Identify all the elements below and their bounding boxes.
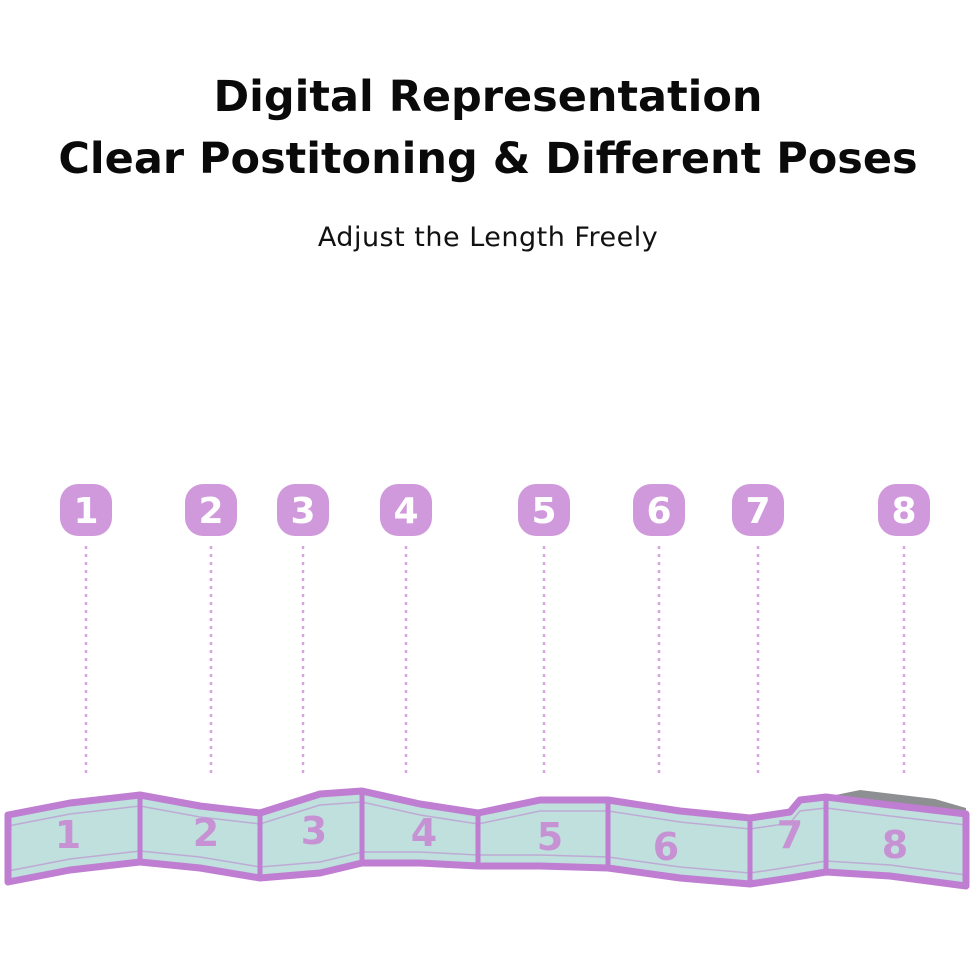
subtitle: Adjust the Length Freely [317,222,659,253]
headline-line-2: Clear Postitoning & Different Poses [58,134,918,184]
band-body [4,787,970,890]
marker-badge [518,484,570,536]
marker-badge [878,484,930,536]
marker-7: 7 [732,484,784,778]
band-number-2: 2 [193,811,219,855]
marker-label: 4 [393,491,418,532]
marker-6: 6 [633,484,685,778]
marker-badge [185,484,237,536]
band-number-7: 7 [777,813,803,857]
band-number-4: 4 [411,811,437,855]
band-top-stitch [7,801,967,830]
marker-label: 1 [73,491,98,532]
stretch-band-illustration: 1 2 3 4 5 6 7 8 [4,787,970,890]
marker-badge [277,484,329,536]
marker-badge [60,484,112,536]
marker-5: 5 [518,484,570,778]
band-number-8: 8 [882,823,908,867]
band-number-5: 5 [537,815,563,859]
marker-label: 5 [531,491,556,532]
marker-badge [633,484,685,536]
marker-badge [732,484,784,536]
marker-3: 3 [277,484,329,778]
marker-label: 3 [290,491,315,532]
marker-label: 8 [891,491,916,532]
band-number-6: 6 [653,825,679,869]
band-number-3: 3 [301,809,327,853]
marker-1: 1 [60,484,112,778]
marker-badge [380,484,432,536]
headline-line-1: Digital Representation [213,72,763,122]
band-number-1: 1 [55,813,81,857]
marker-label: 6 [646,491,671,532]
marker-2: 2 [185,484,237,778]
marker-8: 8 [878,484,930,778]
marker-label: 2 [198,491,223,532]
marker-label: 7 [745,491,770,532]
marker-4: 4 [380,484,432,778]
